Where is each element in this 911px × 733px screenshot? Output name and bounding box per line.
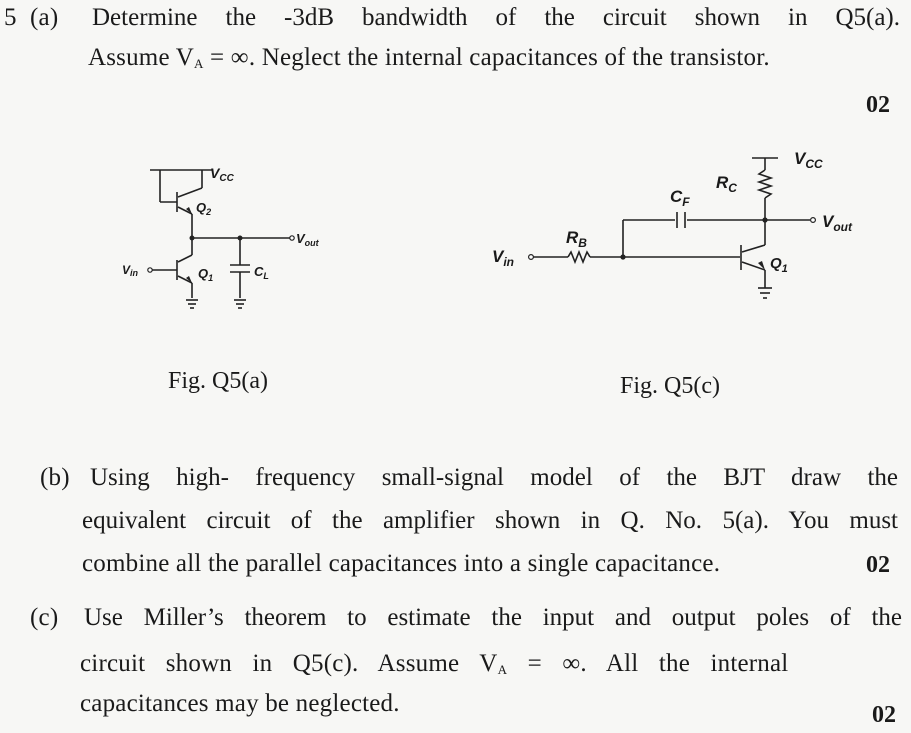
fig-a-q2-label: Q2 [196,200,211,217]
part-b-line1: Using high- frequency small-signal model… [90,464,898,491]
part-a-line2-sub: A [194,56,204,71]
fig-c-cf-label: CF [670,187,690,209]
part-c-label: (c) [30,604,59,631]
fig-c-rc-label: RC [716,173,737,195]
part-a-marks: 02 [866,92,890,118]
part-b-line2: equivalent circuit of the amplifier show… [82,507,898,534]
question-number-text: 5 [4,4,17,31]
part-b-line3: combine all the parallel capacitances in… [82,550,721,577]
fig-c-rb-label: RB [566,228,587,250]
part-b-label: (b) [40,464,70,491]
part-a-line2: Assume VA = ∞. Neglect the internal capa… [88,44,770,72]
fig-c-q1-label: Q1 [770,255,788,275]
part-c-line2-post: = ∞. All the internal [507,650,789,677]
figure-q5a-circuit: VCC Q2 Q1 Vin Vout CL [122,165,320,309]
part-c-line2-pre: circuit shown in Q5(c). Assume V [80,650,498,677]
question-number: 5 [4,4,17,32]
part-c-line1: Use Miller’s theorem to estimate the inp… [84,604,902,631]
part-a-line2-post: = ∞. Neglect the internal capacitances o… [203,44,770,71]
part-a-line1: Determine the -3dB bandwidth of the circ… [92,4,900,31]
fig-a-vout-label: Vout [296,231,320,248]
part-a-label: (a) [30,4,59,31]
part-c-marks: 02 [872,702,896,728]
fig-c-vout-label: Vout [822,212,853,234]
part-c-line2: circuit shown in Q5(c). Assume VA = ∞. A… [80,650,902,678]
fig-a-q1-label: Q1 [198,266,213,283]
figure-q5c-circuit: VCC RC CF RB Q1 Vin Vout [492,149,853,299]
part-c-line2-sub: A [497,662,508,677]
fig-a-vin-label: Vin [122,263,139,278]
fig-a-vcc-label: VCC [210,165,235,184]
part-c-line3: capacitances may be neglected. [80,690,400,717]
part-a-line2-pre: Assume V [88,44,195,71]
fig-c-vin-label: Vin [492,247,514,269]
fig-a-cl-label: CL [254,264,269,281]
fig-a-caption: Fig. Q5(a) [168,368,268,394]
fig-c-vcc-label: VCC [794,149,823,171]
part-b-marks: 02 [866,552,890,578]
fig-c-caption: Fig. Q5(c) [620,373,720,399]
